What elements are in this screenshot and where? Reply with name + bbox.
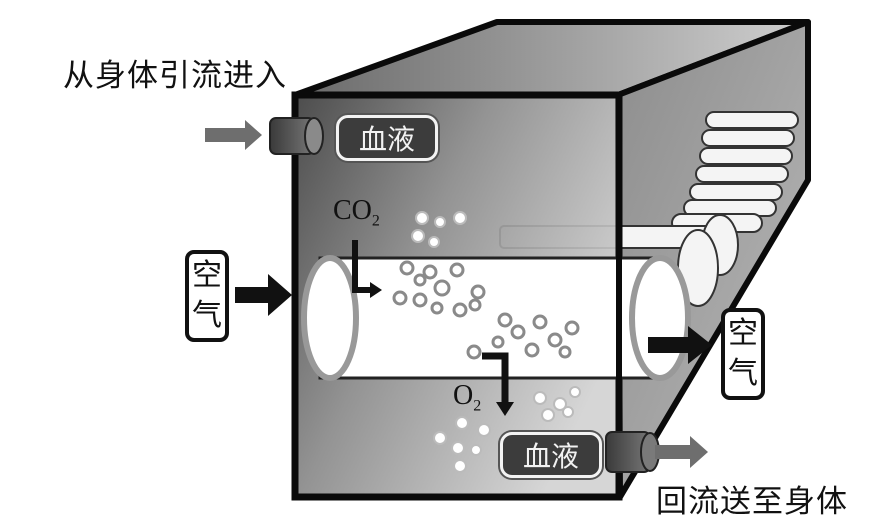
air-inlet-label: 空 气 [185,250,229,342]
gas-bubbles [392,260,580,360]
blood-outlet-port [605,431,660,473]
air-outlet-label: 空 气 [721,308,765,400]
o2-arrowhead [496,402,514,416]
blood-outflow-arrow [655,436,708,468]
blood-inlet-port [269,117,324,155]
air-inlet-char-2: 气 [192,298,222,333]
air-outflow-arrow [648,326,712,364]
o2-flow-arrow [482,352,509,402]
hollow-fiber-bundle [499,111,799,307]
blood-inflow-arrow [205,120,262,150]
outflow-caption: 回流送至身体 [656,484,848,518]
air-outlet-char-1: 空 [728,316,758,351]
gas-exchange-tube [301,255,691,381]
co2-arrowhead [370,282,382,298]
co2-flow-arrow [352,240,370,293]
air-outlet-char-2: 气 [728,356,758,391]
blood-cells [411,211,581,473]
blood-inlet-label: 血液 [336,115,438,161]
o2-label: O2 [453,380,482,415]
air-inflow-arrow [235,274,292,316]
air-inlet-char-1: 空 [192,258,222,293]
blood-outlet-label: 血液 [500,432,602,478]
co2-label: CO2 [333,195,380,230]
inflow-caption: 从身体引流进入 [63,58,287,94]
